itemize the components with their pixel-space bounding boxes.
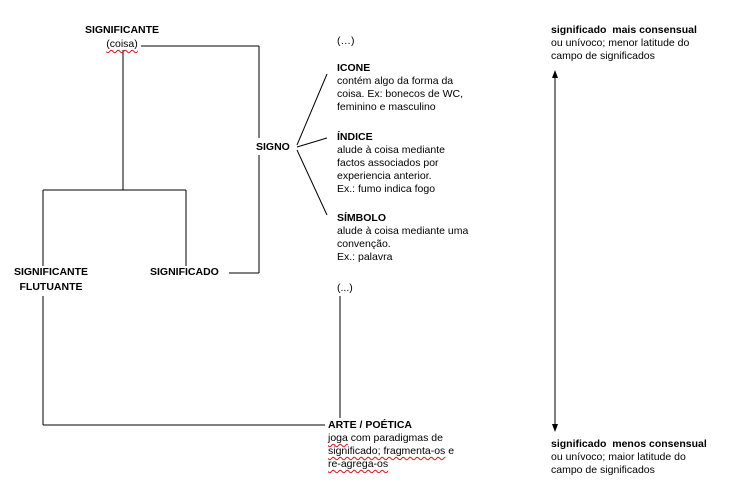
arte-line1-b: com paradigmas de: [347, 432, 443, 444]
line-signo-icone: [296, 73, 328, 146]
arte-line2: significado; fragmenta-os e: [328, 445, 454, 458]
scale-top-title: significado mais consensual: [551, 24, 697, 36]
icone-line: coisa. Ex: bonecos de WC,: [337, 88, 464, 100]
arte-line3: re-agrega-os: [328, 458, 454, 471]
scale-bottom-line: ou unívoco; maior latitude do: [551, 451, 686, 463]
simbolo-line: convenção.: [337, 238, 391, 250]
scale-arrow-head-up: [552, 70, 558, 78]
simbolo-line: alude à coisa mediante uma: [337, 225, 469, 237]
scale-arrow-head-down: [552, 424, 558, 432]
ellipsis-top: (…): [337, 35, 355, 47]
arte-line1: joga com paradigmas de: [328, 432, 454, 445]
significante-title: SIGNIFICANTE: [84, 24, 160, 36]
simbolo-line: Ex.: palavra: [337, 251, 393, 263]
icone-title: ICONE: [337, 62, 371, 74]
arte-line1-a: joga: [328, 432, 348, 444]
arte-title: ARTE / POÉTICA: [328, 419, 413, 431]
indice-title: ÍNDICE: [337, 131, 373, 143]
icone-line: feminino e masculino: [337, 101, 436, 113]
signo-label: SIGNO: [256, 141, 290, 153]
significado-label: SIGNIFICADO: [150, 266, 219, 278]
line-signo-simbolo: [296, 149, 328, 216]
arte-line2-a: significado; fragmenta-os: [328, 445, 446, 457]
scale-bottom-title: significado menos consensual: [551, 438, 707, 450]
indice-block: ÍNDICE alude à coisa mediante factos ass…: [337, 131, 445, 196]
scale-top-block: significado mais consensual ou unívoco; …: [551, 24, 697, 63]
icone-block: ICONE contém algo da forma da coisa. Ex:…: [337, 62, 463, 114]
significante-sub: (coisa): [62, 38, 182, 51]
flutuante-line1: SIGNIFICANTE: [13, 266, 89, 278]
flutuante-line2: FLUTUANTE: [19, 281, 83, 293]
scale-bottom-line: campo de significados: [551, 464, 655, 476]
scale-top-line: campo de significados: [551, 50, 655, 62]
scale-bottom-block: significado menos consensual ou unívoco;…: [551, 438, 707, 477]
line-signo-indice: [296, 137, 328, 148]
significante-sub-text: (coisa): [106, 38, 138, 50]
indice-line: factos associados por: [337, 157, 439, 169]
icone-line: contém algo da forma da: [337, 75, 454, 87]
simbolo-title: SÍMBOLO: [337, 212, 386, 224]
simbolo-block: SÍMBOLO alude à coisa mediante uma conve…: [337, 212, 468, 264]
arte-line3-text: re-agrega-os: [328, 458, 389, 470]
arte-line2-b: e: [445, 445, 455, 457]
scale-top-line: ou unívoco; menor latitude do: [551, 37, 690, 49]
indice-line: Ex.: fumo indica fogo: [337, 183, 436, 195]
ellipsis-bottom: (...): [337, 282, 353, 294]
arte-block: ARTE / POÉTICA joga com paradigmas de si…: [328, 419, 454, 471]
indice-line: alude à coisa mediante: [337, 144, 445, 156]
indice-line: experiencia anterior.: [337, 170, 432, 182]
